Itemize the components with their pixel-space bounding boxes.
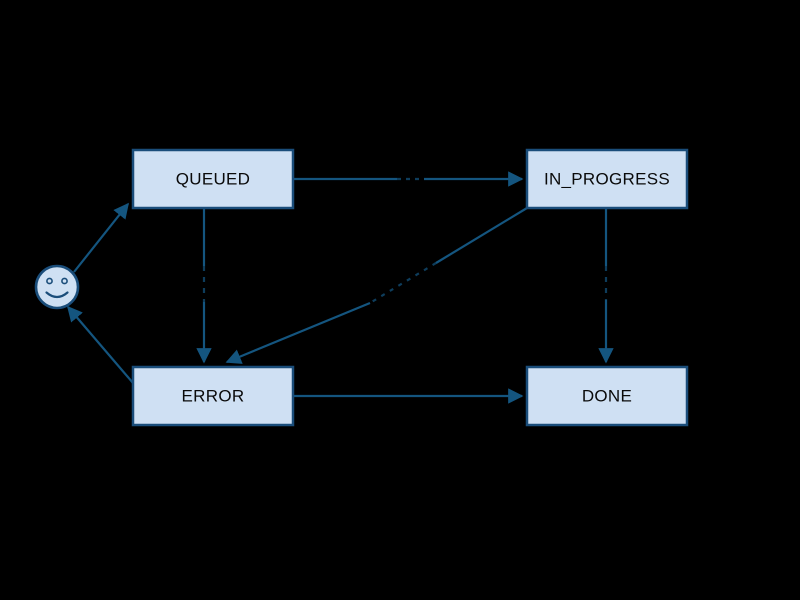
smiley-left-eye-icon <box>46 277 53 285</box>
node-in-progress-rect <box>525 148 689 210</box>
node-queued[interactable]: QUEUED <box>131 148 295 210</box>
edge-in_progress-to-error[interactable] <box>225 207 528 364</box>
node-in-progress-label: IN_PROGRESS <box>544 169 670 188</box>
start-node[interactable] <box>34 264 80 310</box>
node-in-progress[interactable]: IN_PROGRESS <box>525 148 689 210</box>
node-done-rect <box>525 365 689 427</box>
edge-start-to-queued[interactable] <box>73 202 129 273</box>
node-queued-rect <box>131 148 295 210</box>
smiley-mouth-icon <box>45 291 69 299</box>
edge-start-to-queued-line <box>73 202 129 273</box>
node-queued-label: QUEUED <box>176 169 251 188</box>
smiley-right-eye-icon <box>61 277 68 285</box>
node-done[interactable]: DONE <box>525 365 689 427</box>
node-done-label: DONE <box>582 386 632 405</box>
node-error-rect <box>131 365 295 427</box>
edge-in_progress-to-error-seg1 <box>435 207 528 264</box>
edge-error-to-start-line <box>66 305 134 384</box>
node-error-label: ERROR <box>182 386 245 405</box>
edge-in_progress-to-error-seg2 <box>225 301 371 364</box>
start-node-circle <box>34 264 80 310</box>
edge-error-to-start[interactable] <box>66 305 134 384</box>
node-error[interactable]: ERROR <box>131 365 295 427</box>
edge-in_progress-to-error-gap <box>369 262 437 304</box>
